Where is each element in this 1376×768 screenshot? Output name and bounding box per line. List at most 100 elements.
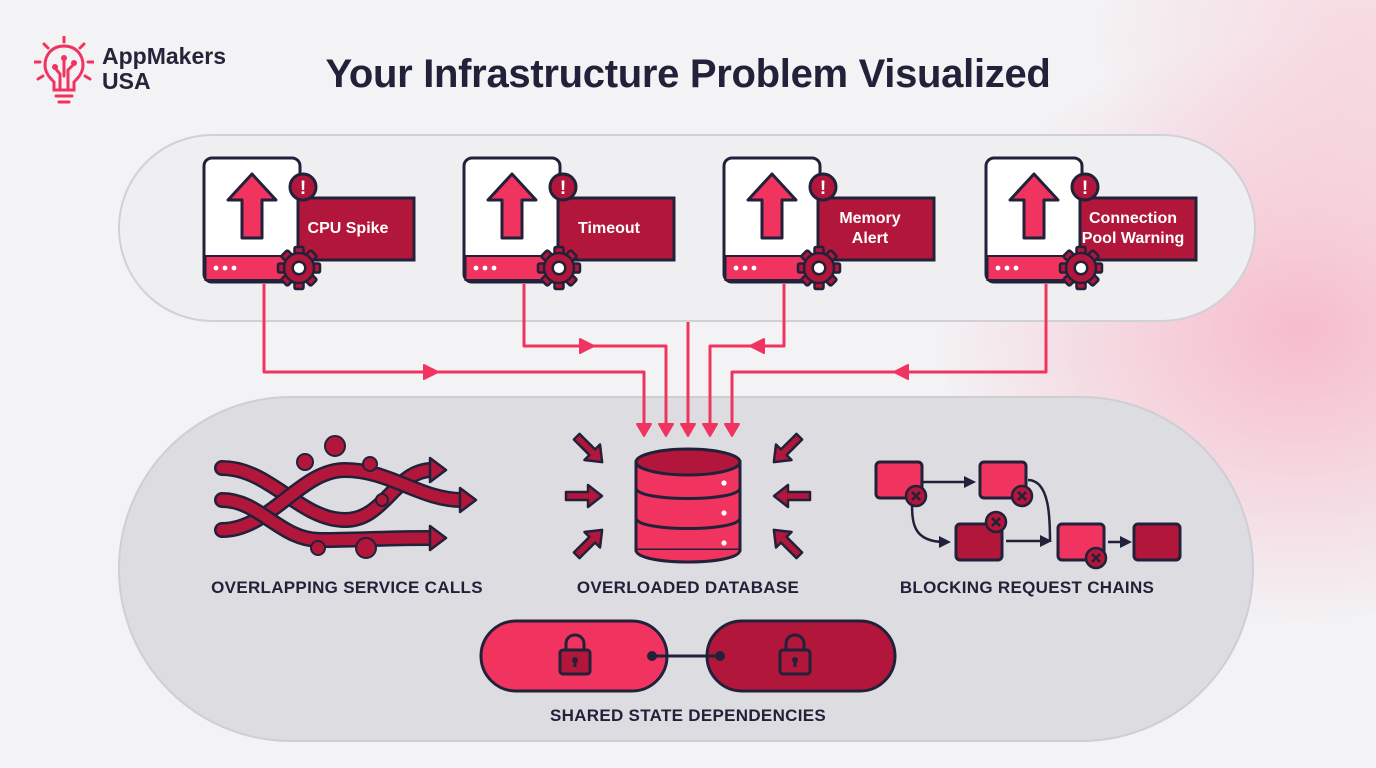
alert-badge-text: ! [300,178,306,199]
chain-arrowhead [939,536,951,548]
alert-label-box [556,196,676,262]
chain-arrowhead [1040,535,1052,547]
alert-card: ! [202,156,416,291]
database-top [634,447,742,477]
tangled-arrows-icon [214,435,478,559]
database-ring [634,487,742,500]
up-arrow-icon [746,172,798,240]
request-dot [324,435,346,457]
lightbulb-circuit-icon [34,36,94,104]
flow-arrowhead [680,423,696,437]
status-dot [491,265,497,271]
alert-label-line1: Connection [1089,210,1177,227]
link-dot [715,651,725,661]
flow-arrowhead [893,364,909,380]
alert-label-line1: Memory [839,210,901,227]
inward-arrow-icon [772,528,804,560]
alert-badge-text: ! [1082,178,1088,199]
up-arrow-icon [1008,172,1060,240]
status-dot [995,265,1001,271]
brand-name: AppMakers [102,43,226,69]
status-dot [1004,265,1010,271]
arrowhead [458,486,478,514]
blocked-chain-icon [874,460,1182,570]
shared-state-icon [479,619,897,693]
request-dot [355,537,377,559]
status-dot [482,265,488,271]
page-title: Your Infrastructure Problem Visualized [325,52,1051,96]
alert-badge [808,172,838,202]
inward-arrow-icon [772,483,812,509]
arrowhead [428,524,448,552]
status-dot [222,265,228,271]
inward-arrow-icon [572,432,604,464]
alert-badge [1070,172,1100,202]
request-dot [375,493,389,507]
alert-label-box [1078,196,1198,262]
alert-label-timeout: Timeout [549,219,669,239]
arrowhead [428,456,448,484]
alert-card: ! [462,156,676,291]
flow-arrowhead [749,338,765,354]
inward-arrow-icon [772,432,804,464]
chain-arrowhead [964,476,976,488]
database-light [721,540,727,546]
alert-label-box [296,196,416,262]
flow-arrowhead [724,423,740,437]
database-light [721,510,727,516]
connector-lines [262,284,1048,428]
alert-card: ! [722,156,936,291]
link-dot [647,651,657,661]
alert-label-line1: CPU Spike [307,220,389,237]
request-box [954,522,1004,562]
chain-arrowhead [1120,536,1132,548]
ribbon [216,494,438,546]
caption-overloaded-database: OVERLOADED DATABASE [576,578,800,597]
status-dot [751,265,757,271]
gear-icon [276,245,322,291]
status-dot [733,265,739,271]
caption-overlapping-calls: OVERLAPPING SERVICE CALLS [211,578,483,597]
alert-label-box [816,196,936,262]
gear-icon [796,245,842,291]
alert-card: ! [984,156,1198,291]
up-arrow-icon [486,172,538,240]
alert-badge-text: ! [820,178,826,199]
request-dot [310,540,326,556]
request-dot [296,453,314,471]
brand-country: USA [102,68,151,94]
gear-icon [536,245,582,291]
status-dot [742,265,748,271]
gear-icon [1058,245,1104,291]
lock-icon [558,633,592,676]
alert-label-cpu-spike: CPU Spike [288,219,408,239]
brand-logo: AppMakers USA [34,36,244,106]
alert-label-memory: Memory Alert [810,209,930,249]
status-dot [231,265,237,271]
flow-arrowhead [423,364,439,380]
alert-badge [548,172,578,202]
flow-arrowhead [658,423,674,437]
flow-arrowhead [636,423,652,437]
database-ring [634,517,742,530]
status-dot [213,265,219,271]
inward-arrow-icon [564,483,604,509]
alert-label-connection-pool: Connection Pool Warning [1073,209,1193,249]
caption-shared-state: SHARED STATE DEPENDENCIES [549,706,827,725]
alert-label-line2: Pool Warning [1081,230,1185,247]
connector-line [730,284,1048,428]
alert-badge [288,172,318,202]
database-icon [564,432,812,564]
alert-badge-text: ! [560,178,566,199]
request-box [1132,522,1182,562]
connector-line [262,284,646,428]
status-dot [473,265,479,271]
alert-label-line1: Timeout [578,220,640,237]
request-dot [362,456,378,472]
database-light [721,480,727,486]
status-dot [1013,265,1019,271]
alert-label-line2: Alert [851,230,889,247]
connector-line [708,284,786,428]
flow-arrowhead [579,338,595,354]
